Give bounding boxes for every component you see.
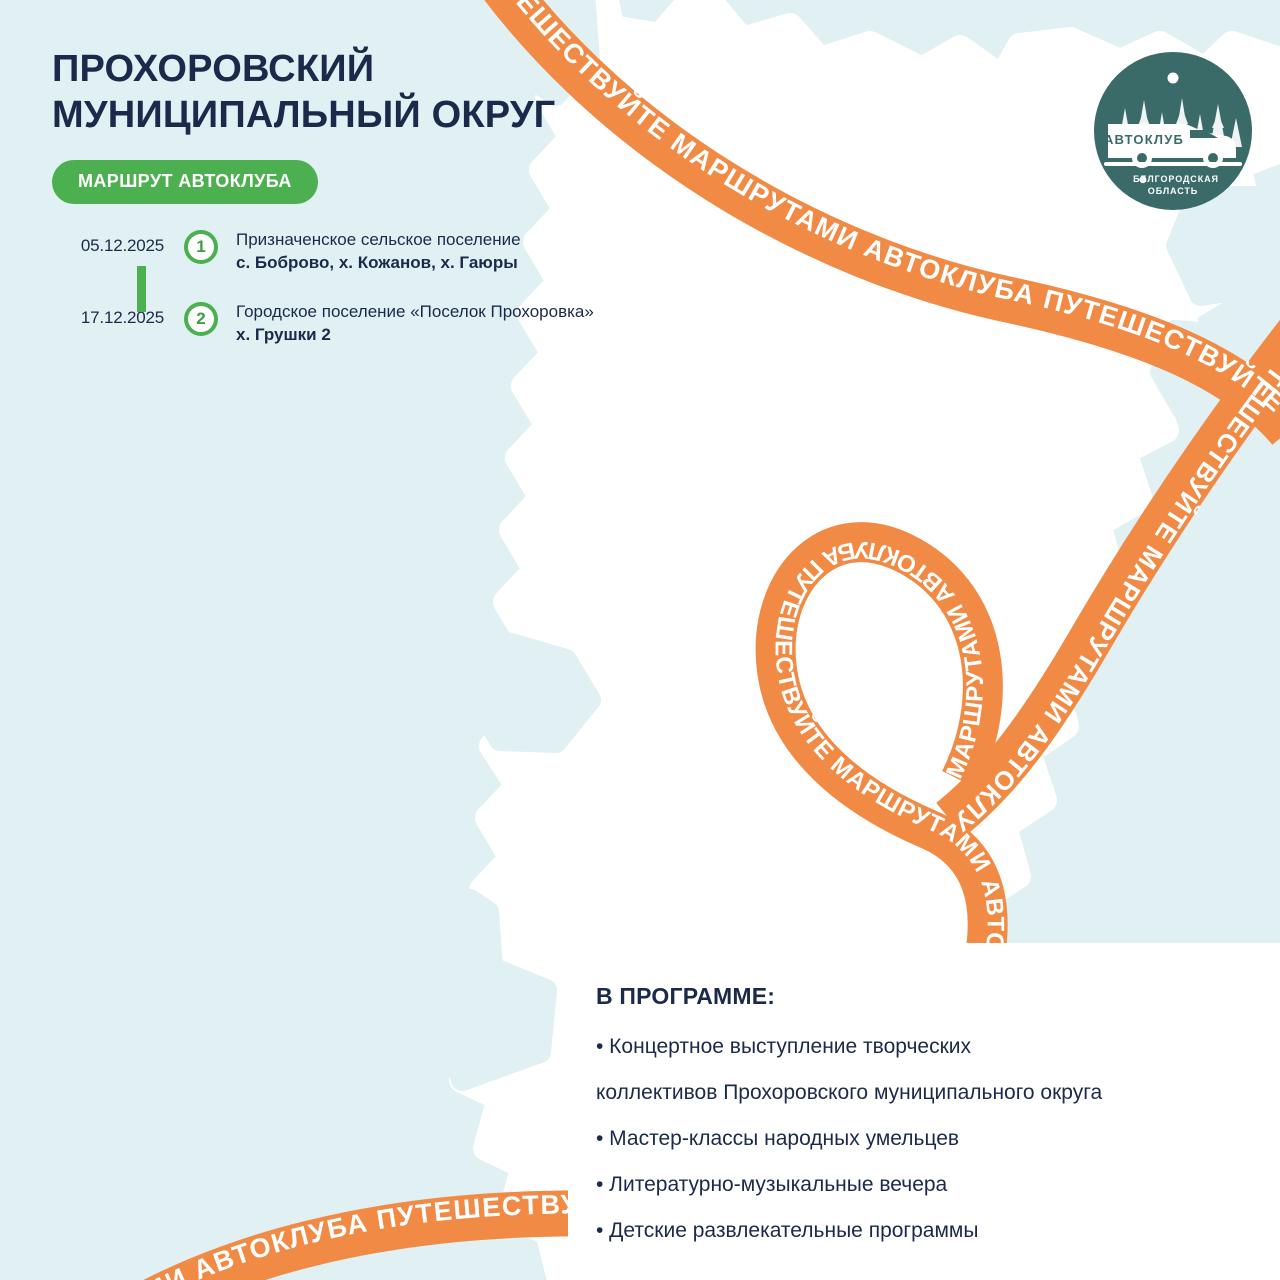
program-item: • Литературно-музыкальные вечера: [596, 1173, 948, 1196]
logo-region-label-line-2: ОБЛАСТЬ: [1148, 186, 1198, 196]
route-stop-date: 05.12.2025: [80, 236, 164, 255]
map-notch-mid-left: [465, 631, 601, 753]
logo-region-label-line-1: БЕЛГОРОДСКАЯ: [1133, 174, 1219, 184]
route-stop-name: Призначенское сельское поселение: [236, 230, 521, 249]
status-badge: МАРШРУТ АВТОКЛУБА: [52, 160, 318, 204]
route-marker-column: 1: [178, 228, 224, 264]
route-stop-name: Городское поселение «Поселок Прохоровка»: [236, 302, 594, 321]
logo-vehicle-label: АВТОКЛУБ: [1104, 132, 1184, 147]
route-stop-date: 17.12.2025: [80, 308, 164, 327]
route-connector-line: [137, 266, 146, 312]
route-stop-text: Призначенское сельское поселение с. Бобр…: [224, 228, 692, 274]
map-notch-upper-right: [1166, 186, 1278, 306]
program-item: • Концертное выступление творческих колл…: [596, 1035, 1103, 1104]
program-heading: В ПРОГРАММЕ:: [596, 983, 776, 1009]
van-icon: АВТОКЛУБ: [1104, 124, 1242, 168]
route-stop-marker: 1: [184, 230, 218, 264]
page-title: ПРОХОРОВСКИЙ МУНИЦИПАЛЬНЫЙ ОКРУГ: [52, 46, 672, 138]
page-title-line-1: ПРОХОРОВСКИЙ: [52, 48, 375, 90]
route-stop-places: с. Боброво, х. Кожанов, х. Гаюры: [236, 253, 518, 272]
route-stop-item: 17.12.2025 2 Городское поселение «Посело…: [52, 300, 692, 358]
route-stop-list: 05.12.2025 1 Призначенское сельское посе…: [52, 228, 692, 358]
route-stop-text: Городское поселение «Поселок Прохоровка»…: [224, 300, 692, 346]
route-stop-places: х. Грушки 2: [236, 325, 331, 344]
route-marker-column: 2: [178, 300, 224, 336]
moon-icon: [1167, 72, 1179, 84]
program-item: • Детские развлекательные программы: [596, 1219, 979, 1242]
header-block: ПРОХОРОВСКИЙ МУНИЦИПАЛЬНЫЙ ОКРУГ МАРШРУТ…: [52, 46, 672, 204]
program-item: • Мастер-классы народных умельцев: [596, 1127, 960, 1150]
route-stop-marker: 2: [184, 302, 218, 336]
location-pin-icon: ●: [1139, 175, 1147, 185]
route-stop-item: 05.12.2025 1 Призначенское сельское посе…: [52, 228, 692, 286]
program-panel: В ПРОГРАММЕ: • Концертное выступление тв…: [568, 943, 1280, 1280]
page-title-line-2: МУНИЦИПАЛЬНЫЙ ОКРУГ: [52, 94, 556, 136]
map-notch-lower-left: [433, 889, 557, 1091]
ribbon-band-right: [950, 330, 1280, 820]
logo-region-group: ● БЕЛГОРОДСКАЯ ОБЛАСТЬ: [1133, 174, 1219, 196]
autoclub-logo: АВТОКЛУБ ● БЕЛГОРОДСКАЯ ОБЛАСТЬ: [1094, 52, 1252, 210]
